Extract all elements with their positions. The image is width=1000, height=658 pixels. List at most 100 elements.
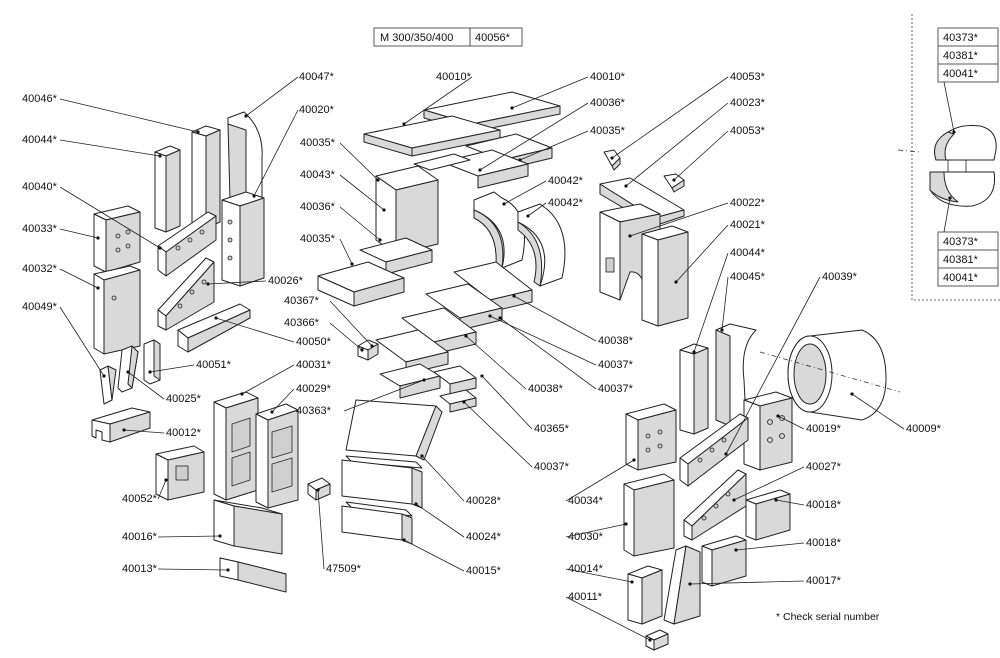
part-callout-p40044b[interactable]: 40044* [692,247,766,354]
part-callout-p40010b[interactable]: 40010* [510,71,626,110]
part-callout-p40010a[interactable]: 40010* [402,71,473,126]
part-number-label[interactable]: 40009* [906,423,942,435]
part-number-label[interactable]: 40033* [22,223,58,235]
part-number-label[interactable]: 40010* [590,71,626,83]
part-number-label[interactable]: 40367* [284,295,320,307]
part-callout-p40045[interactable]: 40045* [720,271,766,332]
part-number-label[interactable]: 40010* [436,71,472,83]
part-number-label[interactable]: 40049* [22,301,58,313]
part-callout-p40040[interactable]: 40040* [22,181,162,250]
part-callout-p40029[interactable]: 40029* [270,383,332,414]
part-number-label[interactable]: 40038* [528,383,564,395]
part-callout-p40017[interactable]: 40017* [688,575,842,587]
part-callout-p40043[interactable]: 40043* [300,169,386,212]
part-number-label[interactable]: 40035* [590,125,626,137]
part-callout-p40023[interactable]: 40023* [624,97,766,188]
part-callout-p40042b[interactable]: 40042* [526,197,584,218]
part-number-label[interactable]: 40051* [196,359,232,371]
part-callout-p40018a[interactable]: 40018* [774,498,842,511]
part-number-label[interactable]: 40026* [268,275,304,287]
part-callout-p40019[interactable]: 40019* [776,414,842,435]
part-number-label[interactable]: 40037* [598,383,634,395]
part-number-label[interactable]: 40016* [122,531,158,543]
part-number-label[interactable]: 40040* [22,181,58,193]
part-callout-p40047[interactable]: 40047* [244,71,335,118]
part-number-label[interactable]: 40047* [299,71,335,83]
part-number-label[interactable]: 40028* [466,495,502,507]
part-callout-p40044a[interactable]: 40044* [22,134,162,158]
part-callout-p40035b[interactable]: 40035* [518,125,626,162]
part-callout-p40014[interactable]: 40014* [565,563,634,584]
part-callout-p40034[interactable]: 40034* [565,458,636,507]
part-callout-p40051[interactable]: 40051* [148,359,232,374]
part-number-label[interactable]: 40036* [300,201,336,213]
part-number-label[interactable]: 40011* [568,591,603,603]
part-callout-p40366[interactable]: 40366* [284,317,364,352]
part-number-label[interactable]: 40037* [598,359,634,371]
part-number-label[interactable]: 40043* [300,169,336,181]
part-callout-p40035c[interactable]: 40035* [300,233,354,266]
part-callout-p40037b[interactable]: 40037* [498,316,634,395]
part-number-label[interactable]: 40022* [730,197,766,209]
part-number-label[interactable]: 40014* [568,563,604,575]
part-callout-p40037c[interactable]: 40037* [462,400,570,473]
part-callout-p40027[interactable]: 40027* [732,461,842,502]
part-callout-p40009[interactable]: 40009* [850,392,942,435]
part-callout-p40052[interactable]: 40052* [122,478,168,505]
part-callout-p40020[interactable]: 40020* [252,104,335,198]
part-callout-p40012[interactable]: 40012* [122,427,202,439]
part-number-label[interactable]: 40042* [548,175,584,187]
part-callout-p40026[interactable]: 40026* [206,275,304,287]
part-callout-p40038a[interactable]: 40038* [512,294,634,347]
part-callout-p40025[interactable]: 40025* [126,370,202,405]
part-callout-p40036a[interactable]: 40036* [478,97,626,172]
part-callout-p40031[interactable]: 40031* [240,359,332,396]
part-callout-p40021[interactable]: 40021* [674,219,766,284]
part-callout-p40363[interactable]: 40363* [296,378,426,417]
part-number-label[interactable]: 40015* [466,565,502,577]
part-number-label[interactable]: 40035* [300,233,336,245]
part-number-label[interactable]: 40020* [299,104,335,116]
part-number-label[interactable]: 40018* [806,499,842,511]
part-callout-p40011[interactable]: 40011* [565,591,652,642]
part-callout-p40365[interactable]: 40365* [480,374,570,435]
part-number-label[interactable]: 40053* [730,125,766,137]
part-number-label[interactable]: 40021* [730,219,766,231]
part-callout-p40042a[interactable]: 40042* [502,175,584,206]
part-callout-p40022[interactable]: 40022* [628,197,766,238]
part-number-label[interactable]: 40037* [534,461,570,473]
part-callout-p40030[interactable]: 40030* [565,522,628,543]
part-callout-p40024[interactable]: 40024* [414,502,502,543]
part-callout-p40050[interactable]: 40050* [214,316,332,348]
part-number-label[interactable]: 40045* [730,271,766,283]
part-callout-p40046[interactable]: 40046* [22,93,200,134]
part-callout-p40053b[interactable]: 40053* [672,125,766,182]
part-number-label[interactable]: 40044* [730,247,766,259]
part-number-label[interactable]: 40036* [590,97,626,109]
part-callout-p40035a[interactable]: 40035* [300,137,380,182]
part-number-label[interactable]: 40034* [568,495,604,507]
part-number-label[interactable]: 40035* [300,137,336,149]
part-number-label[interactable]: 40024* [466,531,502,543]
part-callout-p40015[interactable]: 40015* [402,538,502,577]
part-number-label[interactable]: 40366* [284,317,320,329]
part-number-label[interactable]: 40030* [568,531,604,543]
part-number-label[interactable]: 40019* [806,423,842,435]
part-number-label[interactable]: 40046* [22,93,58,105]
part-number-label[interactable]: 40363* [296,405,332,417]
part-number-label[interactable]: 40038* [598,335,634,347]
part-number-label[interactable]: 40029* [296,383,332,395]
part-callout-p40053a[interactable]: 40053* [610,71,766,160]
part-number-label[interactable]: 40027* [806,461,842,473]
part-callout-p47509[interactable]: 47509* [316,488,362,575]
part-callout-p40039[interactable]: 40039* [724,271,858,456]
part-number-label[interactable]: 40044* [22,134,58,146]
part-number-label[interactable]: 40039* [822,271,858,283]
part-callout-p40038b[interactable]: 40038* [464,334,564,395]
part-callout-p40018b[interactable]: 40018* [734,537,842,552]
part-number-label[interactable]: 40052* [122,493,158,505]
part-callout-p40016[interactable]: 40016* [122,531,222,543]
part-number-label[interactable]: 40050* [296,336,332,348]
part-number-label[interactable]: 40017* [806,575,842,587]
part-number-label[interactable]: 40042* [548,197,584,209]
